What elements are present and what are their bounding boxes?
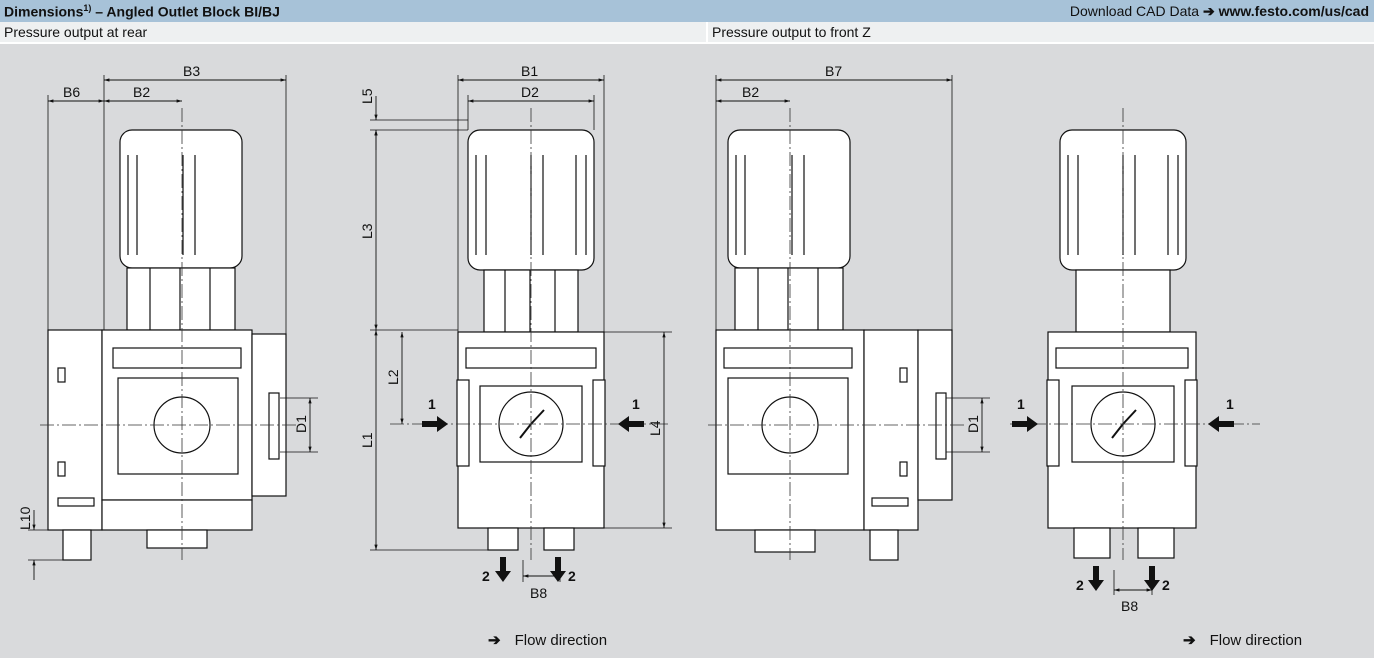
port-label-2-right-front: 2 [1162, 577, 1170, 593]
port-label-2-left: 2 [482, 568, 490, 584]
dim-label-l5: L5 [359, 88, 375, 104]
dim-label-l3: L3 [359, 223, 375, 239]
dim-label-l1: L1 [359, 432, 375, 448]
dim-label-b2: B2 [133, 84, 150, 100]
dim-label-d1: D1 [293, 415, 309, 433]
regulator-view-front [715, 129, 953, 561]
front-panel-heading: Pressure output to front Z [708, 22, 1374, 42]
regulator-view-front-side [1046, 129, 1198, 559]
dimension-lines [48, 78, 1152, 592]
dim-label-d1-front: D1 [965, 415, 981, 433]
dim-label-b8: B8 [530, 585, 547, 601]
dim-label-b7: B7 [825, 63, 842, 79]
section-header: Dimensions1) – Angled Outlet Block BI/BJ… [0, 0, 1374, 22]
arrow-right-icon: ➔ [1202, 3, 1215, 19]
port-label-2-right: 2 [568, 568, 576, 584]
dim-label-b6: B6 [63, 84, 80, 100]
port-label-1-left: 1 [428, 396, 436, 412]
short-dimension-lines [32, 96, 378, 580]
legend-flow-front: ➔ Flow direction [1183, 631, 1302, 649]
section-title: Dimensions1) – Angled Outlet Block BI/BJ [4, 3, 280, 20]
download-label: Download CAD Data [1069, 3, 1200, 19]
flow-arrows [422, 416, 1234, 591]
legend-flow-rear: ➔ Flow direction [488, 631, 607, 649]
flow-label: Flow direction [1209, 632, 1303, 649]
gauge-needles [519, 409, 1137, 439]
dim-label-l2: L2 [385, 369, 401, 385]
arrow-right-icon: ➔ [488, 632, 501, 649]
dim-label-b3: B3 [183, 63, 200, 79]
dim-label-b1: B1 [521, 63, 538, 79]
rear-panel-heading: Pressure output at rear [0, 22, 706, 42]
regulator-view-rear [47, 129, 287, 561]
port-label-2-left-front: 2 [1076, 577, 1084, 593]
dim-label-l4: L4 [647, 420, 663, 436]
flow-label: Flow direction [514, 632, 608, 649]
dim-label-d2: D2 [521, 84, 539, 100]
download-link[interactable]: www.festo.com/us/cad [1218, 3, 1369, 19]
arrow-right-icon: ➔ [1183, 632, 1196, 649]
dimension-drawing: B3 B6 B2 B1 D2 B7 B2 B8 B8 L5 L3 L1 L2 L… [17, 63, 1260, 614]
dim-label-b8-front: B8 [1121, 598, 1138, 614]
dim-label-b2-front: B2 [742, 84, 759, 100]
port-label-1-left-front: 1 [1017, 396, 1025, 412]
port-label-1-right-front: 1 [1226, 396, 1234, 412]
download-cad: Download CAD Data ➔ www.festo.com/us/cad [1070, 3, 1369, 20]
port-label-1-right: 1 [632, 396, 640, 412]
dim-label-l10: L10 [17, 506, 33, 530]
